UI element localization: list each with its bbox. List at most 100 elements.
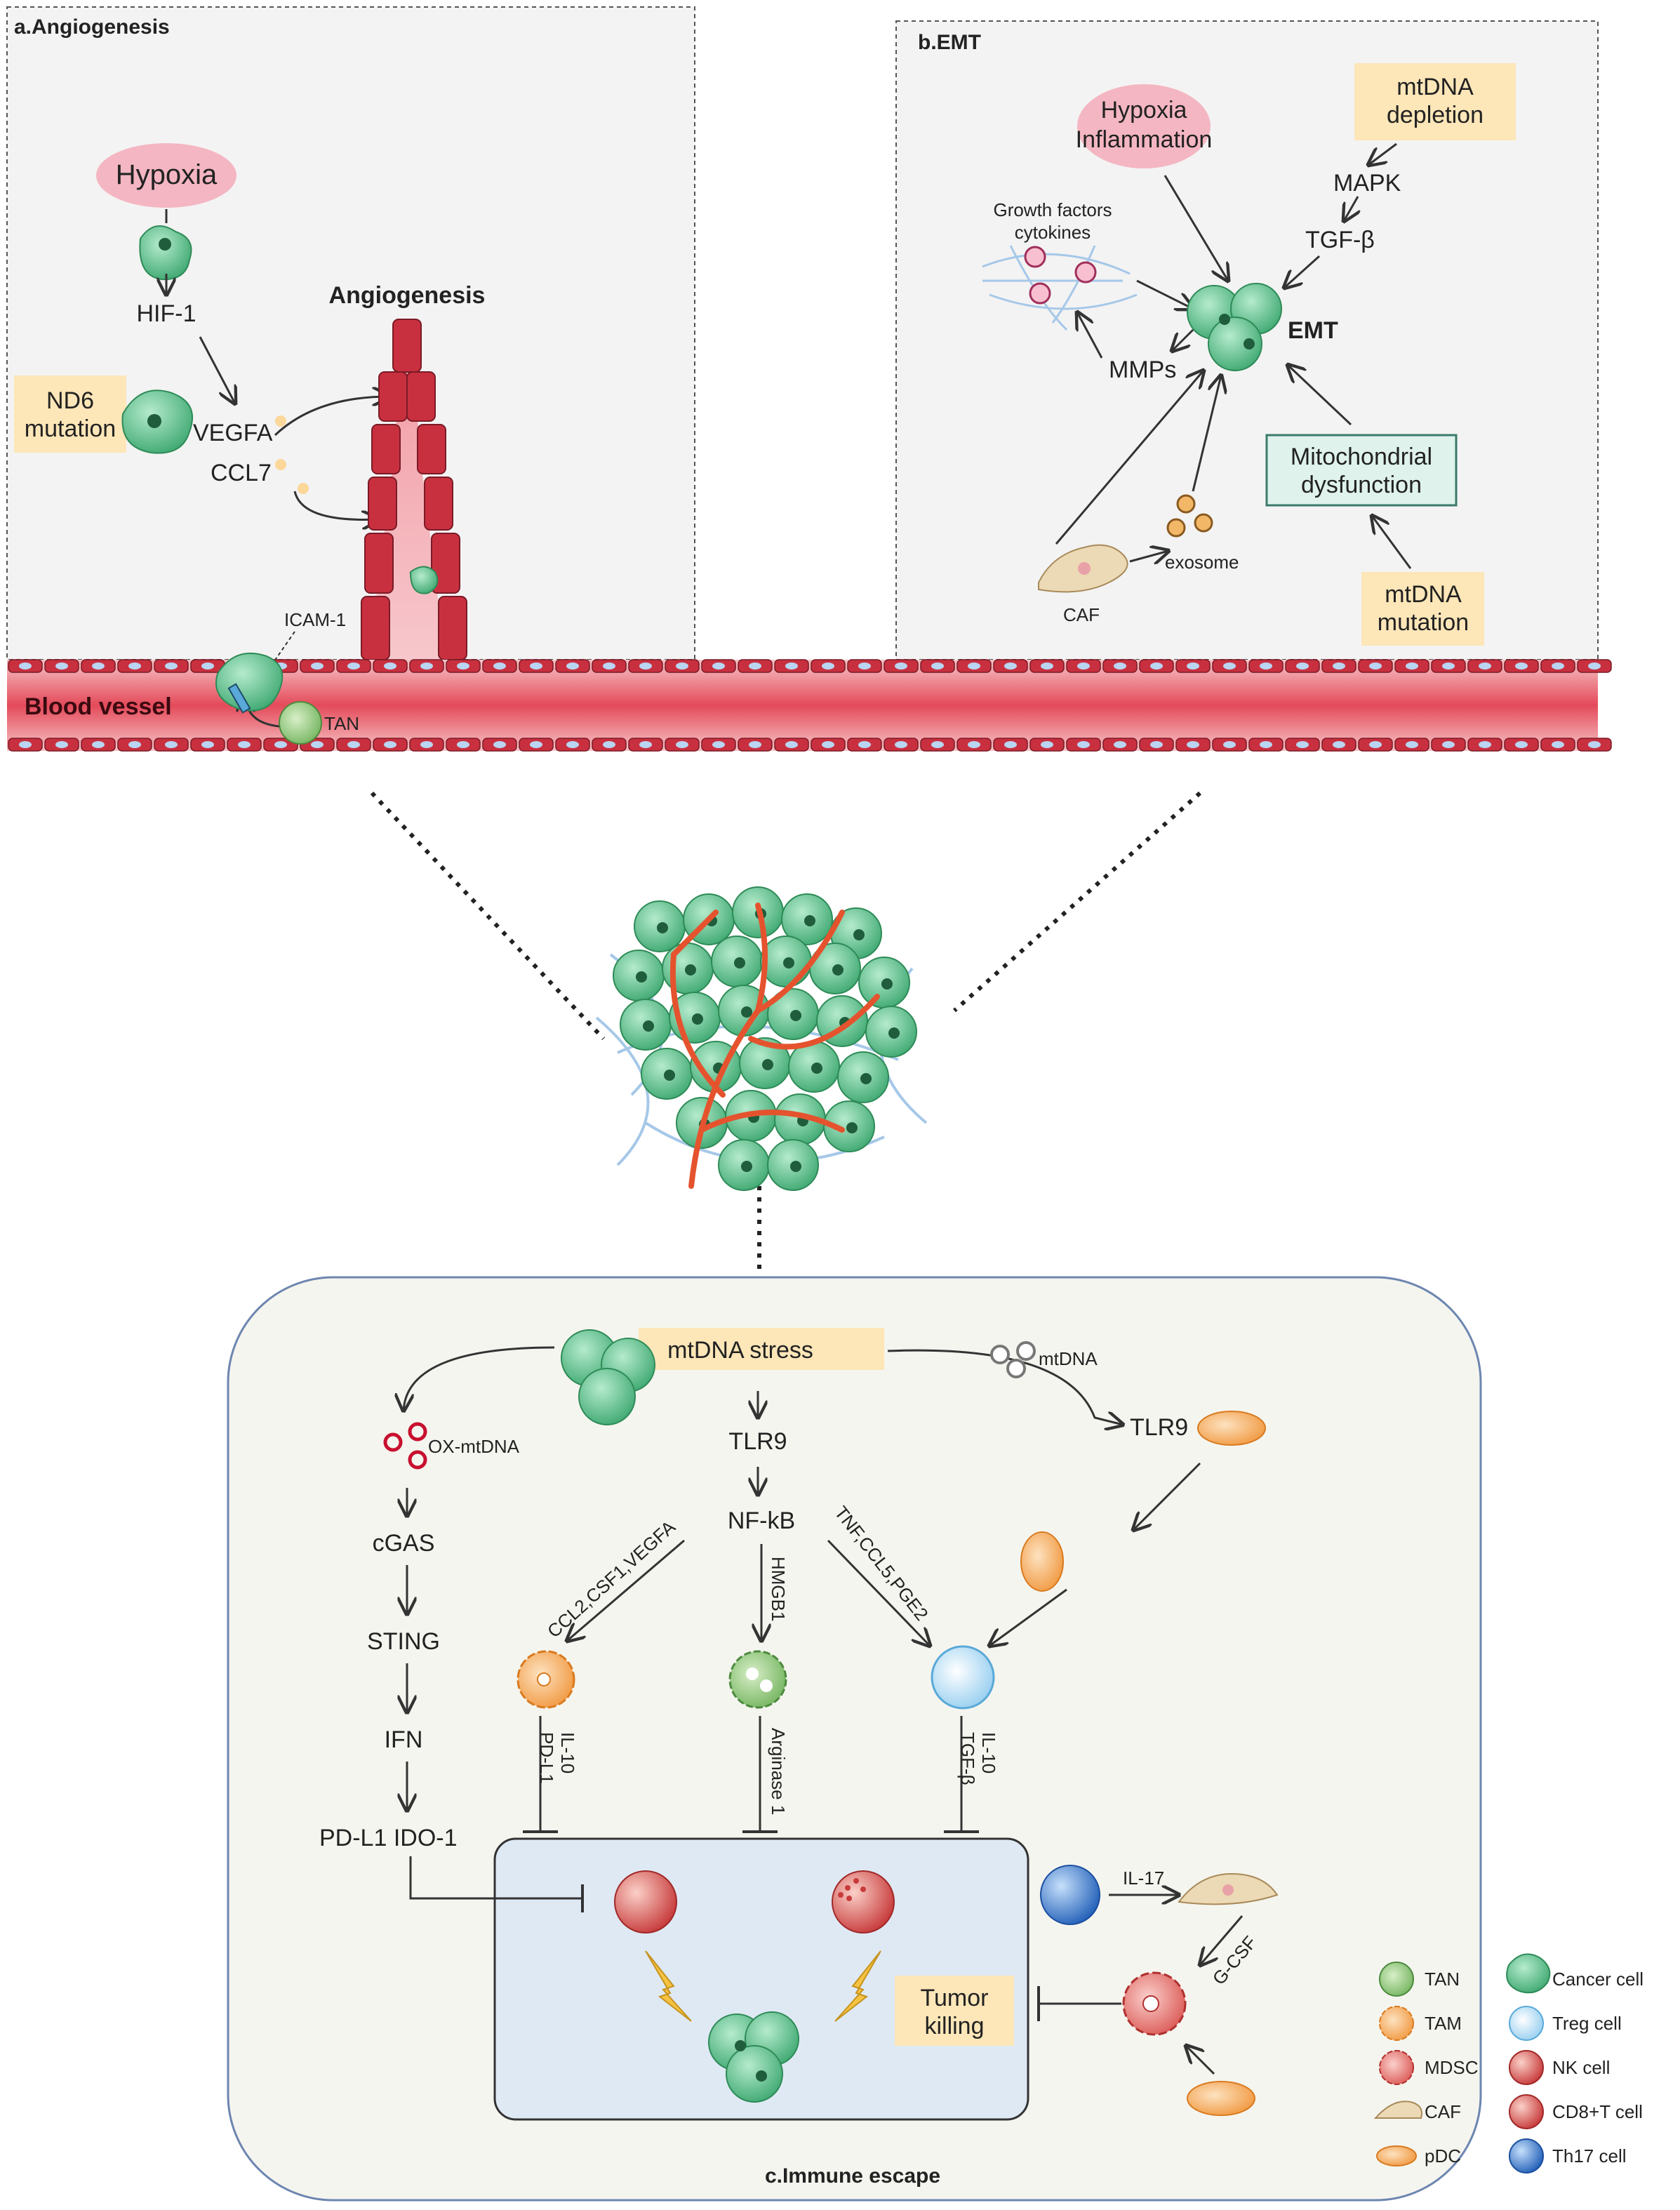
endothelial-nucleus bbox=[19, 663, 32, 670]
lightning-icon bbox=[834, 1950, 881, 2022]
tgfb-label: TGF-β bbox=[1305, 227, 1375, 253]
tumor-illustration bbox=[370, 791, 1201, 1270]
endothelial-nucleus bbox=[785, 663, 798, 670]
emt-cancer-cluster bbox=[1187, 283, 1282, 371]
endothelial-nucleus bbox=[1041, 741, 1053, 748]
tan-icon bbox=[279, 701, 322, 745]
endothelial-nucleus bbox=[347, 741, 360, 748]
tumor-cell-nucleus bbox=[790, 1010, 801, 1021]
caf-label: CAF bbox=[1063, 604, 1100, 625]
endothelial-nucleus bbox=[128, 663, 141, 670]
endothelial-nucleus bbox=[712, 663, 725, 670]
endothelial-nucleus bbox=[1004, 663, 1017, 670]
mtdna-depletion-line1: mtDNA bbox=[1396, 74, 1474, 100]
cancer-cell-icon bbox=[121, 390, 193, 454]
endothelial-nucleus bbox=[1369, 663, 1382, 670]
hif1-label: HIF-1 bbox=[137, 300, 196, 327]
tan-icon bbox=[728, 1650, 787, 1709]
endothelial-nucleus bbox=[530, 663, 542, 670]
pdc-icon bbox=[1020, 1531, 1064, 1592]
mtdna-mutation-line2: mutation bbox=[1378, 609, 1469, 636]
endothelial-nucleus bbox=[749, 741, 761, 748]
il10-label-tam: IL-10 bbox=[557, 1732, 578, 1773]
treg-cell-icon bbox=[931, 1645, 995, 1710]
pdl1-label-tam: PD-L1 bbox=[536, 1732, 557, 1784]
mitochondrial-dysfunction-box bbox=[1265, 434, 1458, 507]
ox-mtdna-label: OX-mtDNA bbox=[428, 1436, 520, 1457]
nk-cell-icon bbox=[832, 1870, 895, 1933]
endothelial-nucleus bbox=[1150, 663, 1163, 670]
cd8-t-cell-icon bbox=[614, 1870, 677, 1933]
tumor-cell-nucleus bbox=[860, 1073, 872, 1084]
cancer-cell-icon bbox=[139, 225, 192, 281]
endothelial-nucleus bbox=[895, 741, 907, 748]
legend-label: Th17 cell bbox=[1552, 2145, 1627, 2166]
endothelial-nucleus bbox=[1077, 663, 1090, 670]
endothelial-nucleus bbox=[749, 663, 761, 670]
legend-label: TAN bbox=[1425, 1969, 1460, 1990]
cancer-cell-icon bbox=[1506, 1953, 1551, 1994]
endothelial-nucleus bbox=[1479, 663, 1491, 670]
endothelial-nucleus bbox=[1223, 663, 1236, 670]
mito-line1: Mitochondrial bbox=[1291, 444, 1432, 470]
endothelial-nucleus bbox=[420, 741, 433, 748]
endothelial-nucleus bbox=[1041, 663, 1053, 670]
endothelial-nucleus bbox=[603, 663, 615, 670]
cd8-t-cell-icon bbox=[1509, 2094, 1544, 2129]
endothelial-nucleus bbox=[1588, 741, 1601, 748]
tumor-cell-nucleus bbox=[734, 957, 745, 968]
endothelial-nucleus bbox=[384, 741, 396, 748]
tlr9-right-label: TLR9 bbox=[1130, 1414, 1188, 1441]
tumor-cell-nucleus bbox=[762, 1059, 773, 1070]
arginase-label: Arginase 1 bbox=[768, 1728, 789, 1815]
endothelial-nucleus bbox=[968, 663, 980, 670]
ifn-label: IFN bbox=[385, 1726, 423, 1753]
tumor-cell-nucleus bbox=[685, 964, 696, 976]
hypoxia-label: Hypoxia bbox=[116, 159, 218, 190]
tumor-cell-nucleus bbox=[881, 978, 893, 990]
legend-label: Treg cell bbox=[1552, 2013, 1622, 2034]
endothelial-nucleus bbox=[895, 663, 907, 670]
tam-icon bbox=[1379, 2006, 1414, 2041]
legend-label: NK cell bbox=[1552, 2057, 1610, 2078]
pdc-icon bbox=[1187, 2081, 1255, 2116]
mtdna-stress-box bbox=[639, 1328, 884, 1370]
tumor-cell-nucleus bbox=[657, 922, 668, 933]
tumor-killing-box bbox=[895, 1976, 1014, 2046]
endothelial-nucleus bbox=[420, 663, 433, 670]
endothelial-nucleus bbox=[1588, 663, 1601, 670]
endothelial-nucleus bbox=[1442, 663, 1455, 670]
legend-label: Cancer cell bbox=[1552, 1969, 1644, 1990]
endothelial-nucleus bbox=[1187, 663, 1199, 670]
tumor-cell-nucleus bbox=[636, 971, 647, 983]
endothelial-nucleus bbox=[1004, 741, 1017, 748]
lightning-icon bbox=[645, 1950, 692, 2022]
caf-icon bbox=[1373, 2101, 1422, 2119]
panel-emt: b.EMT Hypoxia Inflammation mtDNA depleti… bbox=[895, 20, 1599, 660]
il17-label: IL-17 bbox=[1123, 1868, 1164, 1889]
endothelial-nucleus bbox=[238, 741, 251, 748]
tumor-cell-nucleus bbox=[832, 964, 844, 976]
endothelial-nucleus bbox=[165, 741, 178, 748]
mmps-label: MMPs bbox=[1109, 357, 1176, 383]
endothelial-nucleus bbox=[1077, 741, 1090, 748]
mtdna-depletion-line2: depletion bbox=[1387, 102, 1484, 128]
endothelial-nucleus bbox=[603, 741, 615, 748]
mito-line2: dysfunction bbox=[1301, 472, 1422, 498]
endothelial-nucleus bbox=[457, 663, 469, 670]
endothelial-nucleus bbox=[785, 741, 798, 748]
th17-cell-icon bbox=[1040, 1865, 1100, 1925]
tumor-cell-nucleus bbox=[846, 1122, 858, 1133]
endothelial-nucleus bbox=[566, 663, 579, 670]
endothelial-nucleus bbox=[1479, 741, 1491, 748]
endothelial-nucleus bbox=[457, 741, 469, 748]
tgfb-label-treg: TGF-β bbox=[957, 1732, 978, 1785]
endothelial-nucleus bbox=[92, 663, 105, 670]
pdc-icon bbox=[1376, 2145, 1417, 2166]
legend-label: MDSC bbox=[1425, 2057, 1479, 2078]
endothelial-nucleus bbox=[712, 741, 725, 748]
endothelial-nucleus bbox=[165, 663, 178, 670]
mtdna-depletion-box bbox=[1354, 63, 1516, 140]
tlr9-center-label: TLR9 bbox=[728, 1428, 787, 1455]
